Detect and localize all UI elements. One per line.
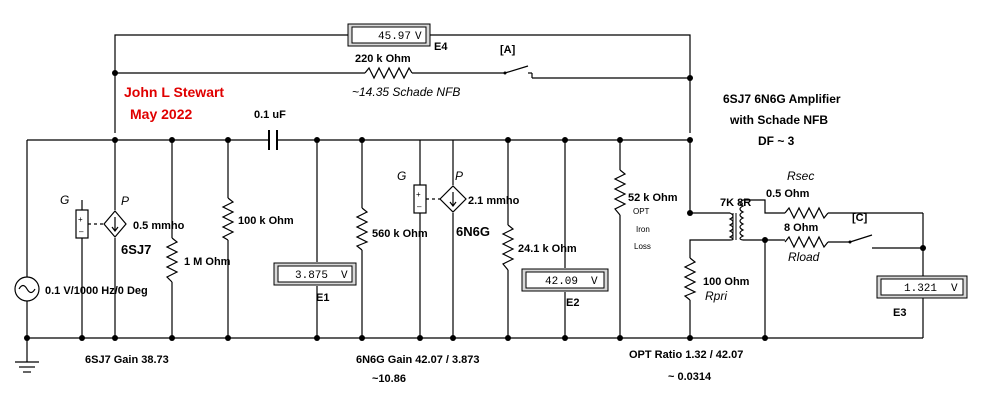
- title-line-2: with Schade NFB: [729, 113, 828, 127]
- r-52k-label: 52 k Ohm: [628, 192, 678, 204]
- wires: [26, 34, 924, 362]
- rsec-value-label: 0.5 Ohm: [766, 188, 810, 200]
- tube-label-6n6g: 6N6G: [456, 224, 490, 239]
- rload-name-label: Rload: [788, 250, 820, 264]
- plate-label-1: P: [121, 194, 129, 208]
- capacitor-0.1uf[interactable]: [268, 130, 278, 150]
- meter-e3-unit: V: [951, 283, 958, 295]
- current-source-2: [439, 185, 467, 213]
- voltmeter-e3[interactable]: [876, 275, 968, 299]
- title-line-3: DF ~ 3: [758, 134, 795, 148]
- resistor-220k[interactable]: [364, 66, 413, 80]
- resistor-rsec[interactable]: [784, 206, 829, 220]
- meter-e1-unit: V: [341, 270, 348, 282]
- grid-label-2: G: [397, 169, 406, 183]
- gm-label-1: 0.5 mmho: [133, 220, 185, 232]
- opt-label-line-1: OPT: [633, 207, 650, 216]
- gain2-note-line-1: 6N6G Gain 42.07 / 3.873: [356, 354, 480, 366]
- grid-input-1: + –: [75, 209, 89, 239]
- rload-value-label: 8 Ohm: [784, 222, 818, 234]
- gm-label-2: 2.1 mmho: [468, 195, 520, 207]
- ground-symbol: [15, 361, 39, 373]
- voltmeter-e1[interactable]: [273, 262, 357, 286]
- opt-note-line-2: ~ 0.0314: [668, 371, 712, 383]
- grid-input-2: + –: [413, 184, 427, 214]
- meter-e4-value: 45.97: [378, 31, 411, 43]
- r-feedback-label: 220 k Ohm: [355, 53, 411, 65]
- voltmeter-e2[interactable]: [521, 268, 609, 292]
- capacitor-label: 0.1 uF: [254, 109, 286, 121]
- rpri-value-label: 100 Ohm: [703, 276, 750, 288]
- title-line-1: 6SJ7 6N6G Amplifier: [723, 92, 841, 106]
- opt-label-line-2: Iron: [636, 225, 650, 234]
- rpri-name-label: Rpri: [705, 289, 727, 303]
- resistor-1m[interactable]: [165, 237, 179, 283]
- author-date: May 2022: [130, 106, 192, 122]
- switch-c-label: [C]: [852, 212, 868, 224]
- resistor-rpri[interactable]: [683, 257, 697, 301]
- meter-e3-value: 1.321: [904, 283, 937, 295]
- meter-e1-value: 3.875: [295, 270, 328, 282]
- opt-label-line-3: Loss: [634, 242, 651, 251]
- plate-label-2: P: [455, 169, 463, 183]
- rsec-name-label: Rsec: [787, 169, 814, 183]
- gain1-note: 6SJ7 Gain 38.73: [85, 354, 169, 366]
- r-560k-label: 560 k Ohm: [372, 228, 428, 240]
- tube-label-6sj7: 6SJ7: [121, 242, 151, 257]
- meter-e1-label: E1: [316, 292, 329, 304]
- svg-text:–: –: [79, 227, 84, 236]
- switch-a-label: [A]: [500, 44, 516, 56]
- svg-text:+: +: [78, 215, 83, 224]
- switch-c[interactable]: [848, 234, 873, 244]
- voltmeter-e4[interactable]: [347, 23, 431, 47]
- current-source-1: [103, 210, 127, 238]
- author-name: John L Stewart: [124, 84, 224, 100]
- r-24k-label: 24.1 k Ohm: [518, 243, 577, 255]
- ac-source[interactable]: [14, 276, 40, 302]
- meter-e4-label: E4: [434, 41, 448, 53]
- feedback-note: ~14.35 Schade NFB: [352, 85, 460, 99]
- transformer-label: 7K 8R: [720, 197, 751, 209]
- meter-e2-value: 42.09: [545, 276, 578, 288]
- r-1m-label: 1 M Ohm: [184, 256, 231, 268]
- output-transformer[interactable]: [728, 199, 745, 241]
- svg-text:+: +: [416, 190, 421, 199]
- junctions: [24, 70, 926, 341]
- r-100k-label: 100 k Ohm: [238, 215, 294, 227]
- switch-a[interactable]: [503, 65, 529, 75]
- meter-e4-unit: V: [415, 31, 422, 43]
- resistor-100k[interactable]: [221, 197, 235, 241]
- svg-text:–: –: [417, 202, 422, 211]
- opt-note-line-1: OPT Ratio 1.32 / 42.07: [629, 349, 743, 361]
- resistor-560k[interactable]: [355, 207, 369, 251]
- meter-e2-unit: V: [591, 276, 598, 288]
- gain2-note-line-2: ~10.86: [372, 373, 406, 385]
- resistor-52k[interactable]: [613, 169, 627, 216]
- meter-e3-label: E3: [893, 307, 906, 319]
- source-label: 0.1 V/1000 Hz/0 Deg: [45, 285, 148, 297]
- meter-e2-label: E2: [566, 297, 579, 309]
- grid-label-1: G: [60, 193, 69, 207]
- resistor-24k[interactable]: [501, 224, 515, 271]
- resistor-rload[interactable]: [784, 235, 829, 249]
